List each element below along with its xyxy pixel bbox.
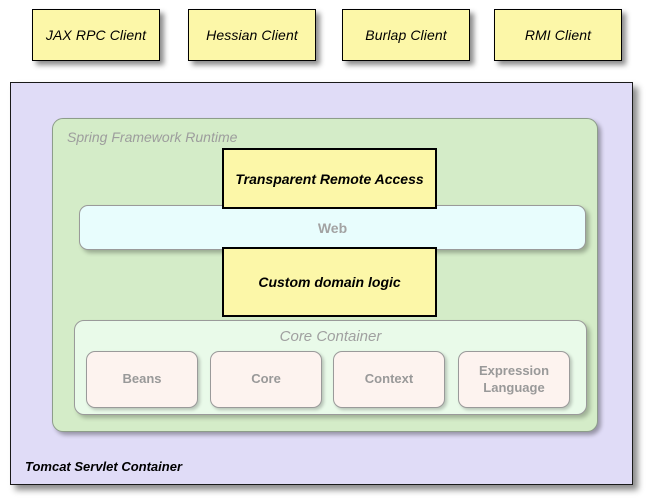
core-module-beans[interactable]: Beans: [86, 351, 198, 408]
client-box-label: Burlap Client: [365, 27, 447, 43]
core-module-context[interactable]: Context: [333, 351, 445, 408]
tomcat-servlet-container-label: Tomcat Servlet Container: [25, 459, 183, 474]
client-box-jax-rpc[interactable]: JAX RPC Client: [32, 9, 160, 61]
core-module-label: Context: [364, 371, 414, 387]
client-box-rmi[interactable]: RMI Client: [494, 9, 622, 61]
client-box-label: Hessian Client: [206, 27, 298, 43]
overlay-box-transparent-remote-access[interactable]: Transparent Remote Access: [222, 148, 437, 209]
client-box-hessian[interactable]: Hessian Client: [188, 9, 316, 61]
core-module-label: Core: [251, 371, 281, 387]
web-layer-label: Web: [317, 219, 348, 236]
client-box-label: RMI Client: [524, 27, 592, 43]
core-module-expression-language[interactable]: Expression Language: [458, 351, 570, 408]
core-container-label: Core Container: [279, 328, 382, 345]
spring-framework-runtime-label: Spring Framework Runtime: [67, 129, 238, 145]
overlay-box-label: Custom domain logic: [258, 274, 401, 290]
client-box-burlap[interactable]: Burlap Client: [342, 9, 470, 61]
core-module-label: Beans: [122, 371, 162, 387]
client-box-label: JAX RPC Client: [45, 27, 147, 43]
overlay-box-custom-domain-logic[interactable]: Custom domain logic: [222, 247, 437, 317]
core-module-label: Expression Language: [478, 363, 550, 395]
core-module-core[interactable]: Core: [210, 351, 322, 408]
web-layer-bar: Web: [79, 205, 586, 250]
overlay-box-label: Transparent Remote Access: [235, 170, 424, 187]
